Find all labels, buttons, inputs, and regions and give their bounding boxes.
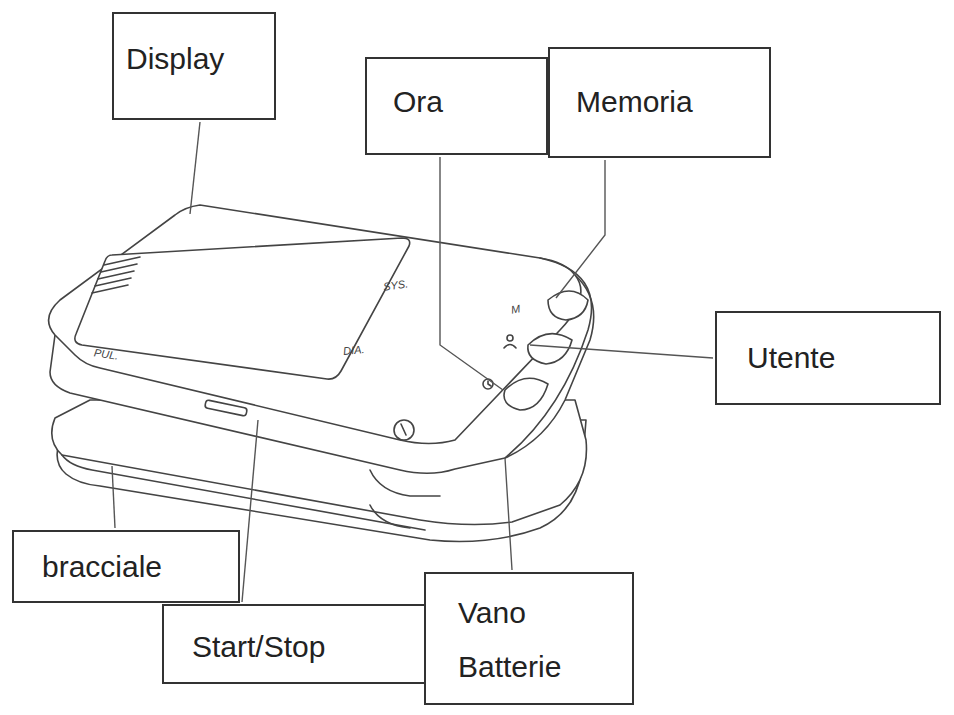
callout-box: Utente [715,311,941,405]
callout-label: Utente [747,331,929,385]
callout-box: bracciale [12,530,240,603]
callout-label: Display [126,32,264,86]
callout-box: Start/Stop [162,604,426,684]
callout-box: Display [112,12,276,120]
device-marking: DIA. [342,343,365,357]
callout-label: Vano Batterie [458,586,622,694]
callout-label: Start/Stop [192,620,414,674]
callout-box: Vano Batterie [424,572,634,705]
callout-label: Ora [393,75,536,129]
callout-box: Ora [365,57,548,155]
callout-label: bracciale [42,540,228,594]
callout-box: Memoria [548,47,771,158]
callout-label: Memoria [576,75,759,129]
device-marking: M [510,302,521,315]
